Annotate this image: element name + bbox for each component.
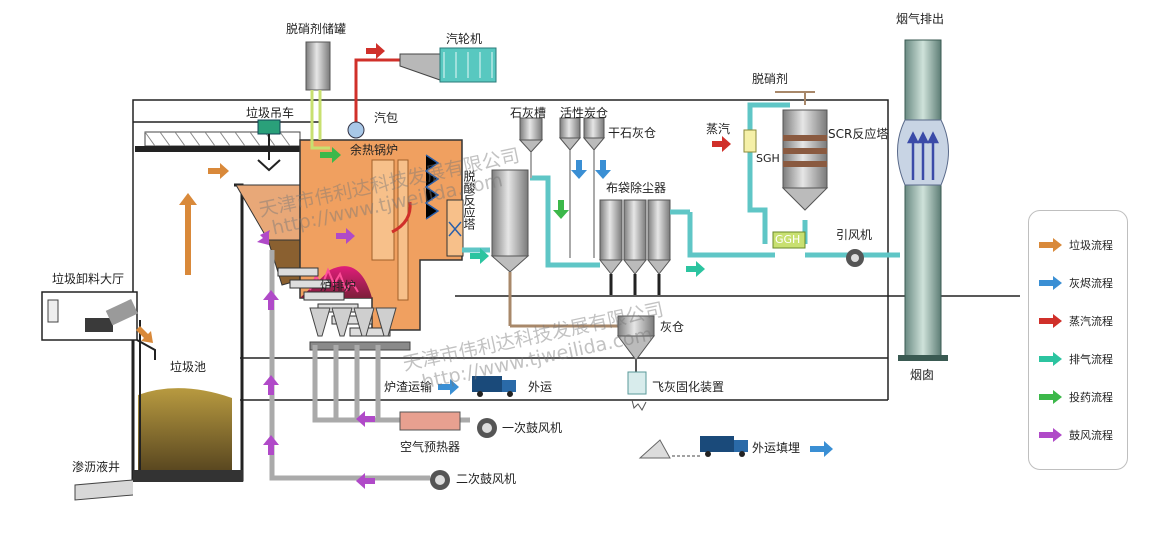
legend-label: 灰烬流程 <box>1069 277 1113 290</box>
label-crane: 垃圾吊车 <box>246 106 295 120</box>
scr-tower <box>743 91 829 211</box>
label-activated-carbon: 活性炭仓 <box>560 106 609 120</box>
legend-arrow-icon <box>1039 276 1062 290</box>
label-chimney: 烟囱 <box>910 368 935 382</box>
legend-arrow-icon <box>1039 428 1062 442</box>
label-landfill: 外运填埋 <box>752 441 801 455</box>
label-ash-silo: 灰仓 <box>660 320 685 334</box>
legend-arrow-icon <box>1039 390 1062 404</box>
ash-silo <box>617 315 655 411</box>
legend-arrow-icon <box>1039 352 1062 366</box>
label-primary-fan: 一次鼓风机 <box>502 421 563 435</box>
label-id-fan: 引风机 <box>836 228 873 242</box>
steam-system <box>347 47 497 139</box>
slag-truck <box>472 376 516 397</box>
reagent-silos <box>518 117 606 258</box>
label-grate: 炉排炉 <box>320 279 357 293</box>
flue-duct <box>462 102 900 268</box>
absorber-column <box>490 169 628 328</box>
label-unloading-hall: 垃圾卸料大厅 <box>52 272 125 286</box>
label-export: 外运 <box>528 380 553 394</box>
flow-arrows <box>136 43 833 489</box>
label-steam: 蒸汽 <box>706 122 731 136</box>
waste-heat-boiler <box>299 139 463 331</box>
denitration-tank <box>305 41 331 150</box>
label-ggh: GGH <box>775 233 801 246</box>
air-preheater <box>399 411 497 490</box>
label-slag-transport: 炉渣运输 <box>384 380 433 394</box>
building-frame <box>132 99 1020 401</box>
label-dry-lime: 干石灰仓 <box>608 126 657 140</box>
label-sgh: SGH <box>756 152 780 165</box>
ggh <box>772 231 806 249</box>
legend-item: 灰烬流程 <box>1037 275 1125 291</box>
legend-label: 排气流程 <box>1069 353 1113 366</box>
landfill-truck <box>638 436 748 459</box>
legend-item: 蒸汽流程 <box>1037 313 1125 329</box>
label-drum: 汽包 <box>374 111 399 125</box>
label-lime-tank: 石灰槽 <box>510 106 547 120</box>
label-waste-pit: 垃圾池 <box>170 360 207 374</box>
grate-hoppers <box>309 307 411 351</box>
label-scr: SCR反应塔 <box>828 127 889 141</box>
legend-arrow-icon <box>1039 238 1062 252</box>
legend-item: 垃圾流程 <box>1037 237 1125 253</box>
waste-pit <box>74 183 244 501</box>
label-fly-ash-unit: 飞灰固化装置 <box>652 380 725 394</box>
label-bag-filter: 布袋除尘器 <box>606 181 667 195</box>
unloading-hall <box>41 291 156 360</box>
label-denitration-tank: 脱硝剂储罐 <box>286 22 347 36</box>
label-air-preheater: 空气预热器 <box>400 440 461 454</box>
label-denitration-agent: 脱硝剂 <box>752 72 789 86</box>
legend-label: 鼓风流程 <box>1069 429 1113 442</box>
chimney <box>897 39 949 361</box>
label-deacid-tower: 脱酸反应塔 <box>462 170 476 230</box>
label-turbine: 汽轮机 <box>446 32 483 46</box>
legend-arrow-icon <box>1039 314 1062 328</box>
legend-item: 排气流程 <box>1037 351 1125 367</box>
legend-label: 垃圾流程 <box>1069 239 1113 252</box>
bag-filter <box>598 199 690 295</box>
deacid-tower <box>446 199 464 257</box>
label-flue-exit: 烟气排出 <box>896 12 945 26</box>
legend-item: 投药流程 <box>1037 389 1125 405</box>
legend-label: 蒸汽流程 <box>1069 315 1113 328</box>
crane-rail <box>135 119 303 172</box>
legend-item: 鼓风流程 <box>1037 427 1125 443</box>
label-secondary-fan: 二次鼓风机 <box>456 472 517 486</box>
legend: 垃圾流程灰烬流程蒸汽流程排气流程投药流程鼓风流程 <box>1028 210 1128 470</box>
legend-label: 投药流程 <box>1069 391 1113 404</box>
label-boiler: 余热锅炉 <box>350 143 399 157</box>
id-fan <box>846 249 864 267</box>
label-leachate-well: 渗沥液井 <box>72 460 121 474</box>
